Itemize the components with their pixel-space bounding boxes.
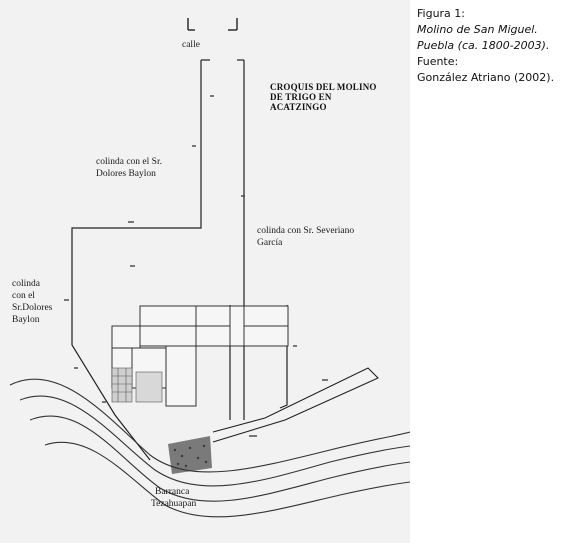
water-channel — [212, 367, 379, 443]
dimension-marks — [64, 95, 328, 437]
neighbor-east-line-1: colinda con Sr. Severiano — [257, 226, 355, 236]
neighbor-west-line-1: colinda — [12, 279, 40, 289]
street-label: calle — [182, 40, 200, 50]
neighbor-west-line-4: Baylon — [12, 315, 40, 325]
figure-caption: Figura 1: Molino de San Miguel. Puebla (… — [417, 6, 557, 86]
figure-title-line-1: Molino de San Miguel. — [417, 23, 538, 36]
neighbor-west-line-2: con el — [12, 291, 35, 301]
neighbor-west-line-3: Sr.Dolores — [12, 303, 53, 313]
stone-area — [168, 436, 212, 474]
site-plan-drawing — [9, 18, 410, 518]
site-plan-scan: CROQUIS DEL MOLINO DE TRIGO EN ACATZINGO… — [0, 0, 410, 543]
ravine-label-line-1: Barranca — [155, 487, 190, 497]
figure-label: Figura 1: — [417, 7, 466, 20]
plan-title-line-1: CROQUIS DEL MOLINO — [270, 82, 377, 92]
ravine-lines — [9, 378, 410, 518]
plan-title-line-3: ACATZINGO — [270, 102, 327, 112]
source-text: González Atriano (2002). — [417, 71, 555, 84]
plan-title-line-2: DE TRIGO EN — [270, 92, 332, 102]
ravine-label-line-2: Tezahuapan — [151, 499, 197, 509]
street-lines — [187, 18, 238, 31]
neighbor-east-line-2: García — [257, 238, 283, 248]
source-label: Fuente: — [417, 55, 459, 68]
hatched-block — [111, 367, 163, 403]
neighbor-north-line-2: Dolores Baylon — [96, 169, 156, 179]
neighbor-north-line-1: colinda con el Sr. — [96, 157, 162, 167]
figure-title-line-2: Puebla (ca. 1800-2003). — [417, 39, 550, 52]
